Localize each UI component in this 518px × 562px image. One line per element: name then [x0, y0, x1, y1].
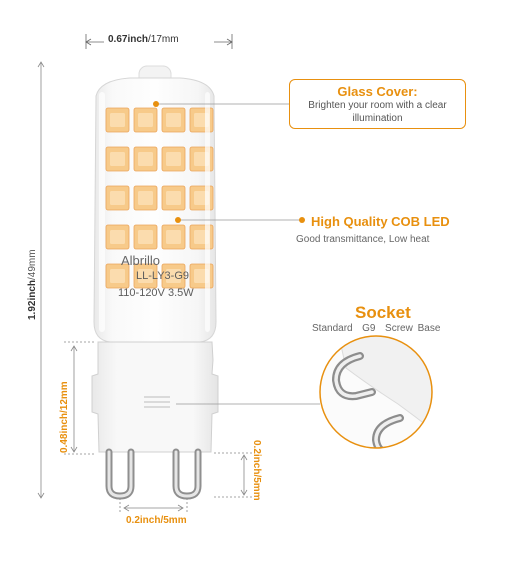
- led-chip-core: [166, 191, 181, 205]
- height-dimension-line: [37, 61, 45, 499]
- leader-dots: [153, 101, 305, 223]
- width-dimension-label: 0.67inch/17mm: [108, 34, 179, 45]
- pin-length-label: 0.2inch/5mm: [251, 440, 262, 501]
- led-chip-core: [110, 230, 125, 244]
- socket-base: [91, 341, 219, 453]
- glass-highlights: [99, 92, 210, 332]
- pin-spacing-label: 0.2inch/5mm: [126, 515, 187, 526]
- led-chip-core: [138, 191, 153, 205]
- led-chip-core: [166, 269, 181, 283]
- led-chip-core: [166, 113, 181, 127]
- glass-cover-callout: Glass Cover: Brighten your room with a c…: [289, 79, 466, 129]
- cob-led-title: High Quality COB LED: [311, 214, 450, 229]
- led-chip-core: [138, 113, 153, 127]
- pin-spacing-dimension-line: [119, 494, 188, 512]
- led-chip-grid: [105, 107, 214, 289]
- bulb-model: LL-LY3-G9: [136, 270, 189, 282]
- glass-cover-desc-line2: illumination: [352, 113, 403, 124]
- socket-title: Socket: [355, 303, 411, 322]
- socket-desc: Standard G9 Screw Base: [312, 323, 441, 334]
- height-mm: /49mm: [27, 249, 38, 280]
- width-dimension-line: [85, 34, 233, 49]
- height-dimension-label: 1.92inch/49mm: [27, 249, 38, 320]
- led-chip-core: [166, 152, 181, 166]
- leader-lines: [158, 103, 320, 405]
- led-chip-core: [138, 230, 153, 244]
- pins: [105, 448, 202, 500]
- socket-dimension-label: 0.48inch/12mm: [59, 381, 70, 453]
- led-chip-core: [110, 269, 125, 283]
- socket-zoom-circle: [319, 335, 433, 449]
- cob-led-desc: Good transmittance, Low heat: [296, 234, 430, 245]
- width-mm: /17mm: [148, 34, 179, 45]
- socket-dimension-line: [64, 341, 96, 455]
- led-chip-core: [138, 152, 153, 166]
- height-inch: 1.92inch: [27, 279, 38, 320]
- led-chip-core: [110, 113, 125, 127]
- bulb-brand: Albrillo: [121, 253, 161, 268]
- led-chip-core: [110, 191, 125, 205]
- pin-length-dimension-line: [214, 452, 252, 498]
- led-chip-core: [110, 152, 125, 166]
- led-chip-core: [166, 230, 181, 244]
- width-inch: 0.67inch: [108, 34, 149, 45]
- bulb-rating: 110-120V 3.5W: [118, 287, 194, 299]
- glass-cover-desc-line1: Brighten your room with a clear: [308, 100, 447, 111]
- glass-cover-title: Glass Cover:: [337, 84, 418, 99]
- led-chip-core: [138, 269, 153, 283]
